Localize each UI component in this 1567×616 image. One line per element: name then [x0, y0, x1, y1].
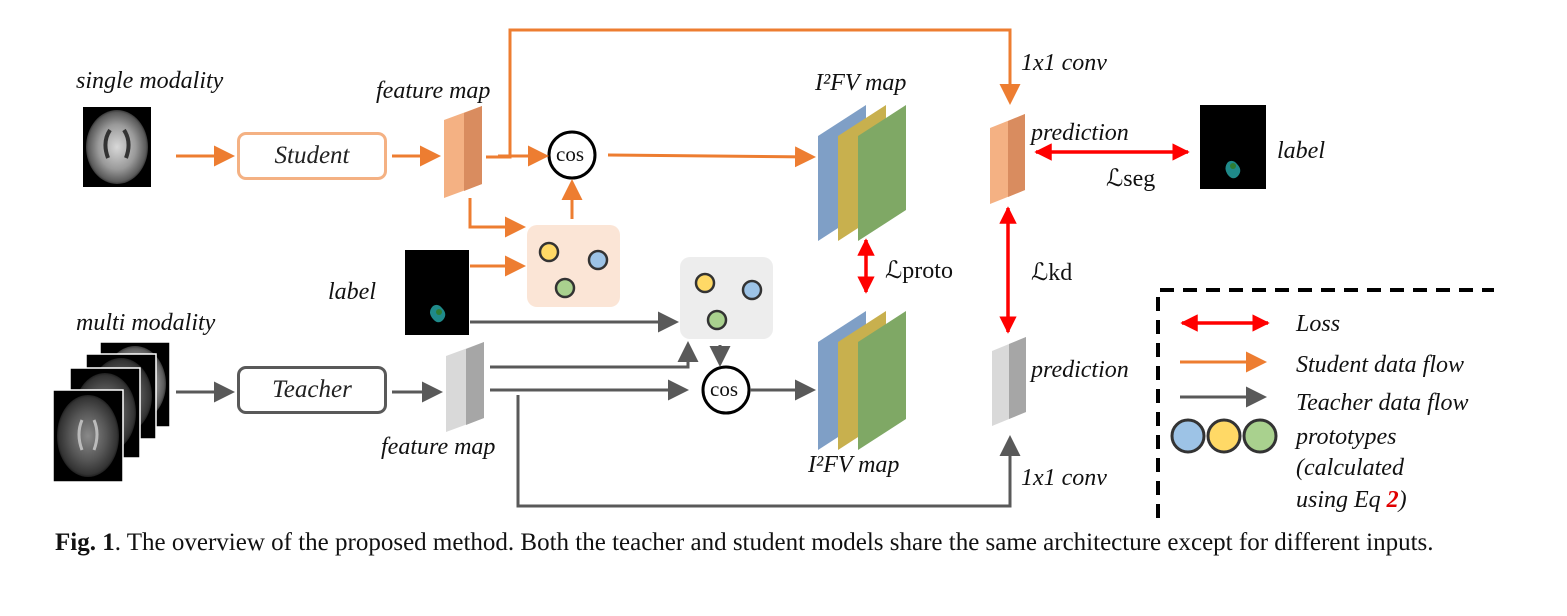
conv-label-bottom: 1x1 conv	[1021, 465, 1107, 491]
caption-text: . The overview of the proposed method. B…	[114, 529, 1434, 556]
label-image-left	[405, 250, 469, 335]
student-model-box: Student	[237, 132, 387, 180]
legend-prototypes-line2: (calculated	[1296, 455, 1404, 481]
prediction-label-bottom: prediction	[1031, 357, 1129, 383]
loss-kd-label: ℒkd	[1031, 260, 1073, 286]
legend-proto-blue	[1170, 418, 1206, 454]
cos-label-bottom: cos	[710, 377, 738, 401]
cos-node-top	[547, 130, 597, 180]
conv-label-top: 1x1 conv	[1021, 50, 1107, 76]
feature-map-label-bottom: feature map	[381, 434, 496, 460]
student-prototypes-panel	[527, 225, 620, 307]
label-text-right: label	[1277, 138, 1325, 164]
legend-prototypes-line3: using Eq 2)	[1296, 487, 1407, 514]
legend-proto-green	[1242, 418, 1278, 454]
caption-fig-label: Fig. 1	[55, 529, 115, 556]
prediction-label-top: prediction	[1031, 120, 1129, 146]
i2fv-map-label-top: I²FV map	[815, 70, 907, 96]
label-text-left: label	[328, 279, 376, 305]
i2fv-map-label-bottom: I²FV map	[808, 452, 900, 478]
legend-box	[1156, 288, 1494, 518]
loss-arrows	[857, 143, 1190, 334]
i2fv-map-top	[818, 105, 906, 241]
loss-seg-label: ℒseg	[1106, 166, 1156, 192]
multi-modality-images	[52, 341, 171, 483]
multi-modality-label: multi modality	[76, 310, 216, 336]
legend-teacher-text: Teacher data flow	[1296, 390, 1469, 416]
legend-loss-text: Loss	[1296, 311, 1341, 337]
teacher-prototypes-panel	[680, 257, 773, 339]
i2fv-map-bottom	[818, 311, 906, 450]
student-flow-arrows	[176, 28, 1021, 277]
legend-eq-close: )	[1398, 487, 1407, 513]
legend-eq-ref[interactable]: 2	[1386, 487, 1399, 513]
feature-map-label-top: feature map	[376, 78, 491, 104]
legend-eq-text: using Eq	[1296, 487, 1381, 513]
single-modality-image	[83, 107, 151, 187]
legend-proto-yellow	[1206, 418, 1242, 454]
legend-prototypes-line1: prototypes	[1296, 424, 1397, 450]
figure-caption: Fig. 1. The overview of the proposed met…	[55, 526, 1515, 560]
teacher-model-box: Teacher	[237, 366, 387, 414]
label-image-right	[1200, 105, 1266, 189]
loss-proto-label: ℒproto	[885, 258, 953, 284]
cos-node-bottom	[701, 365, 751, 415]
legend-student-text: Student data flow	[1296, 352, 1464, 378]
cos-label-top: cos	[556, 142, 584, 166]
teacher-flow-arrows	[176, 311, 1021, 508]
single-modality-label: single modality	[76, 68, 224, 94]
